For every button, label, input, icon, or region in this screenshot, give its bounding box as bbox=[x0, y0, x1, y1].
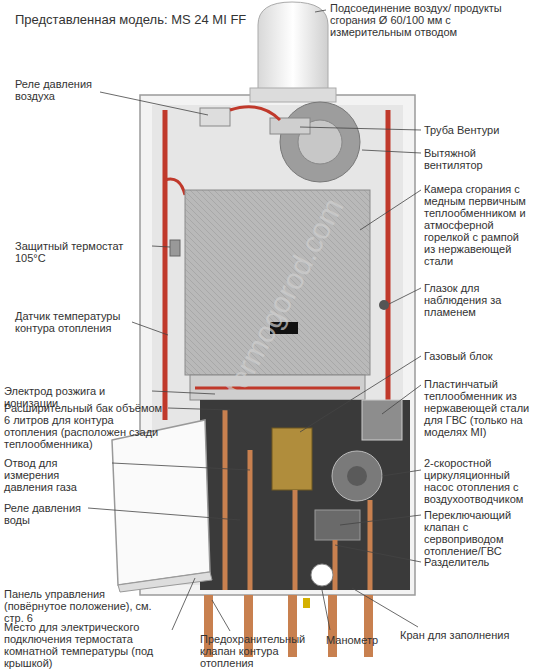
part-label: Газовый блок bbox=[424, 350, 532, 362]
part-label: Манометр bbox=[326, 634, 396, 646]
part-label: Панель управления (повёрнутое положение)… bbox=[4, 588, 164, 624]
part-label: Предохранительный клапан контура отоплен… bbox=[200, 633, 325, 669]
part-label: Кран для заполнения bbox=[400, 629, 530, 641]
part-label: Переключающий клапан с сервоприводом ото… bbox=[424, 509, 532, 557]
part-label: Место для электрического подключения тер… bbox=[4, 621, 172, 669]
part-label: Отвод для измерения давления газа bbox=[4, 457, 110, 493]
part-label: Реле давления воздуха bbox=[15, 78, 105, 102]
part-label: Пластинчатый теплообменник из нержавеюще… bbox=[424, 378, 532, 438]
title: Представленная модель: MS 24 MI FF bbox=[15, 12, 246, 27]
part-label: Вытяжной вентилятор bbox=[424, 147, 532, 171]
part-label: Защитный термостат 105°C bbox=[15, 240, 150, 264]
part-label: Камера сгорания с медным первичным тепло… bbox=[424, 183, 532, 267]
part-label: Датчик температуры контура отопления bbox=[15, 310, 130, 334]
part-label: Глазок для наблюдения за пламенем bbox=[424, 282, 532, 318]
part-label: Труба Вентури bbox=[424, 124, 532, 136]
part-label: Реле давления воды bbox=[4, 502, 88, 526]
part-label: Подсоединение воздух/ продукты сгорания … bbox=[330, 2, 530, 38]
part-label: 2-скоростной циркуляционный насос отопле… bbox=[424, 457, 532, 505]
part-label: Разделитель bbox=[424, 556, 532, 568]
part-label: Расширительный бак объёмом 6 литров для … bbox=[4, 402, 166, 450]
